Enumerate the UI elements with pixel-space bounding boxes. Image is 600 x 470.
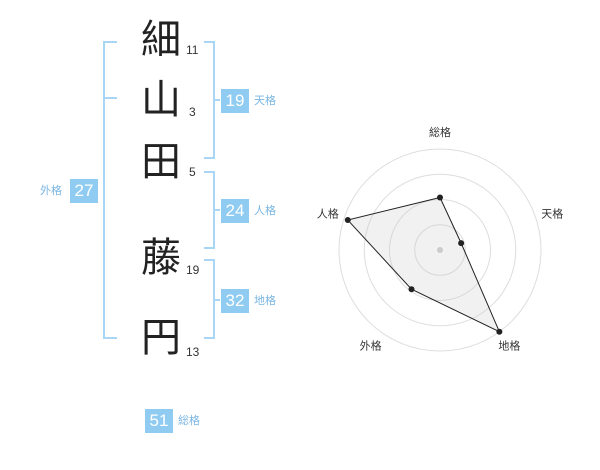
name-char-5: 円 — [141, 315, 181, 361]
name-char-3: 田 — [141, 139, 181, 185]
radar-point-1 — [437, 194, 443, 201]
radar-ring-1 — [414, 224, 466, 276]
chikaku-label: 地格 — [254, 294, 276, 307]
name-char-4: 藤 — [141, 235, 181, 281]
radar-axis-label-5: 人格 — [317, 207, 339, 221]
radar-center-dot — [437, 247, 443, 253]
radar-axis-label-1: 総格 — [429, 125, 451, 139]
gaikaku-value: 27 — [70, 179, 98, 203]
radar-ring-3 — [363, 173, 517, 327]
stroke-count-4: 19 — [186, 263, 200, 277]
radar-axis-label-2: 天格 — [541, 207, 563, 221]
jinkaku-label: 人格 — [254, 204, 276, 217]
name-char-2: 山 — [141, 77, 181, 123]
radar-point-2 — [458, 240, 465, 247]
radar-axis-label-4: 外格 — [360, 338, 382, 352]
tenkaku-label: 天格 — [254, 94, 276, 107]
stroke-count-3: 5 — [189, 165, 196, 179]
radar-point-3 — [496, 328, 503, 335]
tenkaku-value: 19 — [221, 89, 249, 113]
gaikaku-label: 外格 — [40, 184, 62, 197]
tenkaku-bracket — [204, 41, 215, 159]
gaikaku-bracket — [103, 41, 117, 339]
stroke-count-1: 11 — [186, 43, 199, 57]
bracket-lines — [103, 41, 220, 339]
soukaku-label: 総格 — [178, 414, 200, 427]
radar-point-4 — [408, 286, 415, 293]
radar-points — [344, 194, 503, 335]
soukaku-value: 51 — [145, 409, 173, 433]
radar-point-5 — [344, 217, 351, 224]
name-char-1: 細 — [141, 17, 181, 63]
chikaku-value: 32 — [221, 289, 249, 313]
stroke-count-5: 13 — [186, 345, 200, 359]
jinkaku-value: 24 — [221, 199, 249, 223]
radar-axis-label-3: 地格 — [498, 338, 520, 352]
jinkaku-bracket — [204, 171, 215, 249]
radar-ring-4 — [338, 148, 542, 352]
chikaku-bracket — [204, 259, 215, 339]
radar-value-polygon — [346, 196, 501, 333]
stroke-count-2: 3 — [189, 105, 196, 119]
